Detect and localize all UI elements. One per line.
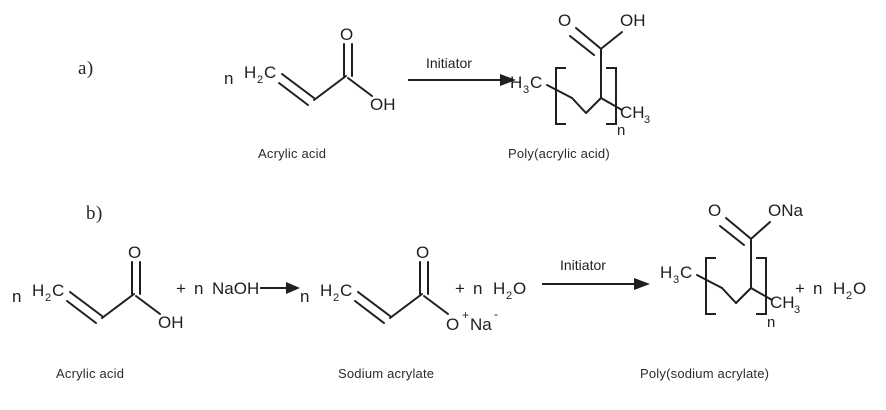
sodium-acrylate-structure: n H 2 C O O + Na - (298, 240, 498, 350)
atom-O-label: O (128, 243, 141, 262)
atom-C-label: C (680, 263, 692, 282)
panel-b-label: b) (86, 203, 103, 224)
reagent-naoh-term: + n NaOH (176, 272, 301, 304)
caption-acrylic-acid-a: Acrylic acid (258, 146, 327, 161)
atom-C-label: C (340, 281, 352, 300)
repeat-subscript-n-label: n (767, 314, 775, 331)
subscript-3-label: 3 (794, 304, 800, 316)
coefficient-n-label: n (300, 287, 309, 306)
atom-O-label: O (340, 25, 353, 44)
caption-sodium-acrylate: Sodium acrylate (338, 366, 435, 381)
byproduct-water-term-2: + n H 2 O (795, 272, 886, 304)
subscript-2-label: 2 (45, 292, 51, 304)
poly-acrylic-acid-structure: O OH H 3 C CH 3 (510, 6, 700, 139)
poly-sodium-acrylate-structure: O ONa H 3 C CH 3 n (660, 196, 855, 331)
subscript-2-label: 2 (506, 290, 512, 302)
reagent-naoh-label: NaOH (212, 279, 259, 298)
atom-H-label: H (320, 281, 332, 300)
coefficient-n-label: n (194, 279, 203, 298)
atom-O-label: O (853, 279, 866, 298)
atom-O-anion-label: O (446, 315, 459, 334)
plus-sign-label: + (795, 279, 805, 298)
atom-OH-label: OH (370, 95, 396, 114)
coefficient-n-label: n (224, 69, 233, 88)
initiator-label-a: Initiator (426, 55, 472, 71)
atom-C-label: C (264, 63, 276, 82)
repeat-subscript-n-label: n (617, 122, 625, 139)
atom-O-label: O (513, 279, 526, 298)
caption-poly-acrylic-acid: Poly(acrylic acid) (508, 146, 610, 161)
atom-ONa-label: ONa (768, 201, 804, 220)
subscript-2-label: 2 (257, 74, 263, 86)
atom-Na-label: Na (470, 315, 492, 334)
atom-O-label: O (416, 243, 429, 262)
plus-sign-label: + (455, 279, 465, 298)
reaction-arrow-b: Initiator (542, 252, 652, 296)
subscript-2-label: 2 (333, 292, 339, 304)
atom-H-label: H (244, 63, 256, 82)
atom-CH3-label: CH (770, 293, 795, 312)
atom-OH-label: OH (158, 313, 184, 332)
subscript-3-label: 3 (523, 84, 529, 96)
atom-C-label: C (530, 73, 542, 92)
plus-sign-label: + (176, 279, 186, 298)
atom-O-label: O (708, 201, 721, 220)
coefficient-n-label: n (813, 279, 822, 298)
atom-H-label: H (493, 279, 505, 298)
atom-H3C-label: H (660, 263, 672, 282)
subscript-2-label: 2 (846, 290, 852, 302)
subscript-3-label: 3 (673, 274, 679, 286)
charge-plus-label: + (462, 308, 469, 322)
caption-acrylic-acid-b: Acrylic acid (56, 366, 125, 381)
atom-H3C-label: H (510, 73, 522, 92)
initiator-label-b: Initiator (560, 257, 606, 273)
subscript-3-label: 3 (644, 114, 650, 126)
coefficient-n-label: n (12, 287, 21, 306)
atom-O-label: O (558, 11, 571, 30)
atom-OH-label: OH (620, 11, 646, 30)
charge-minus-label: - (494, 307, 498, 321)
panel-a-label: a) (78, 58, 94, 79)
coefficient-n-label: n (473, 279, 482, 298)
atom-H-label: H (32, 281, 44, 300)
atom-H-label: H (833, 279, 845, 298)
atom-C-label: C (52, 281, 64, 300)
byproduct-water-term-1: + n H 2 O (455, 272, 550, 304)
reaction-arrow-a: Initiator (408, 50, 518, 94)
acrylic-acid-structure-b: n H 2 C O OH (10, 240, 185, 340)
caption-poly-sodium-acrylate: Poly(sodium acrylate) (640, 366, 770, 381)
atom-CH3-label: CH (620, 103, 645, 122)
acrylic-acid-structure-a: n H 2 C O OH (222, 22, 397, 122)
